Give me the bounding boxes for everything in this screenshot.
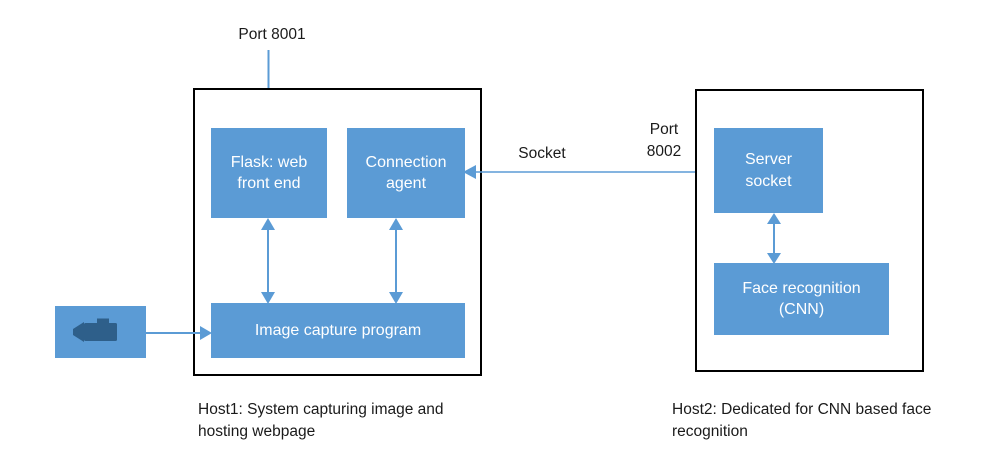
node-connection-agent[interactable]: Connection agent: [347, 128, 465, 218]
connector-flask-to-image-capture: [259, 218, 277, 304]
connector-connection-agent-to-image-capture: [387, 218, 405, 304]
connector-socket-host1-host2: [463, 163, 716, 181]
port-8001-label: Port 8001: [238, 26, 306, 43]
node-image-capture-program[interactable]: Image capture program: [211, 303, 465, 358]
video-camera-icon: [72, 318, 117, 342]
node-flask-web-front-end[interactable]: Flask: web front end: [211, 128, 327, 218]
node-connection-agent-label: Connection agent: [365, 153, 447, 192]
node-server-socket[interactable]: Server socket: [714, 128, 823, 213]
node-image-capture-label: Image capture program: [254, 321, 422, 339]
node-server-socket-label: Server socket: [744, 151, 793, 190]
port-8002-label: Port 8002: [646, 121, 682, 160]
camera-device: [55, 306, 146, 358]
connector-server-socket-to-face-recognition: [765, 213, 783, 264]
host1-caption: Host1: System capturing image and hostin…: [198, 401, 444, 440]
node-face-recognition[interactable]: Face recognition (CNN): [714, 263, 889, 335]
socket-label: Socket: [518, 145, 566, 162]
host2-caption: Host2: Dedicated for CNN based face reco…: [672, 401, 932, 440]
connector-camera-to-image-capture: [146, 324, 212, 342]
node-flask-label: Flask: web front end: [230, 153, 308, 192]
node-face-recognition-label: Face recognition (CNN): [742, 279, 861, 318]
